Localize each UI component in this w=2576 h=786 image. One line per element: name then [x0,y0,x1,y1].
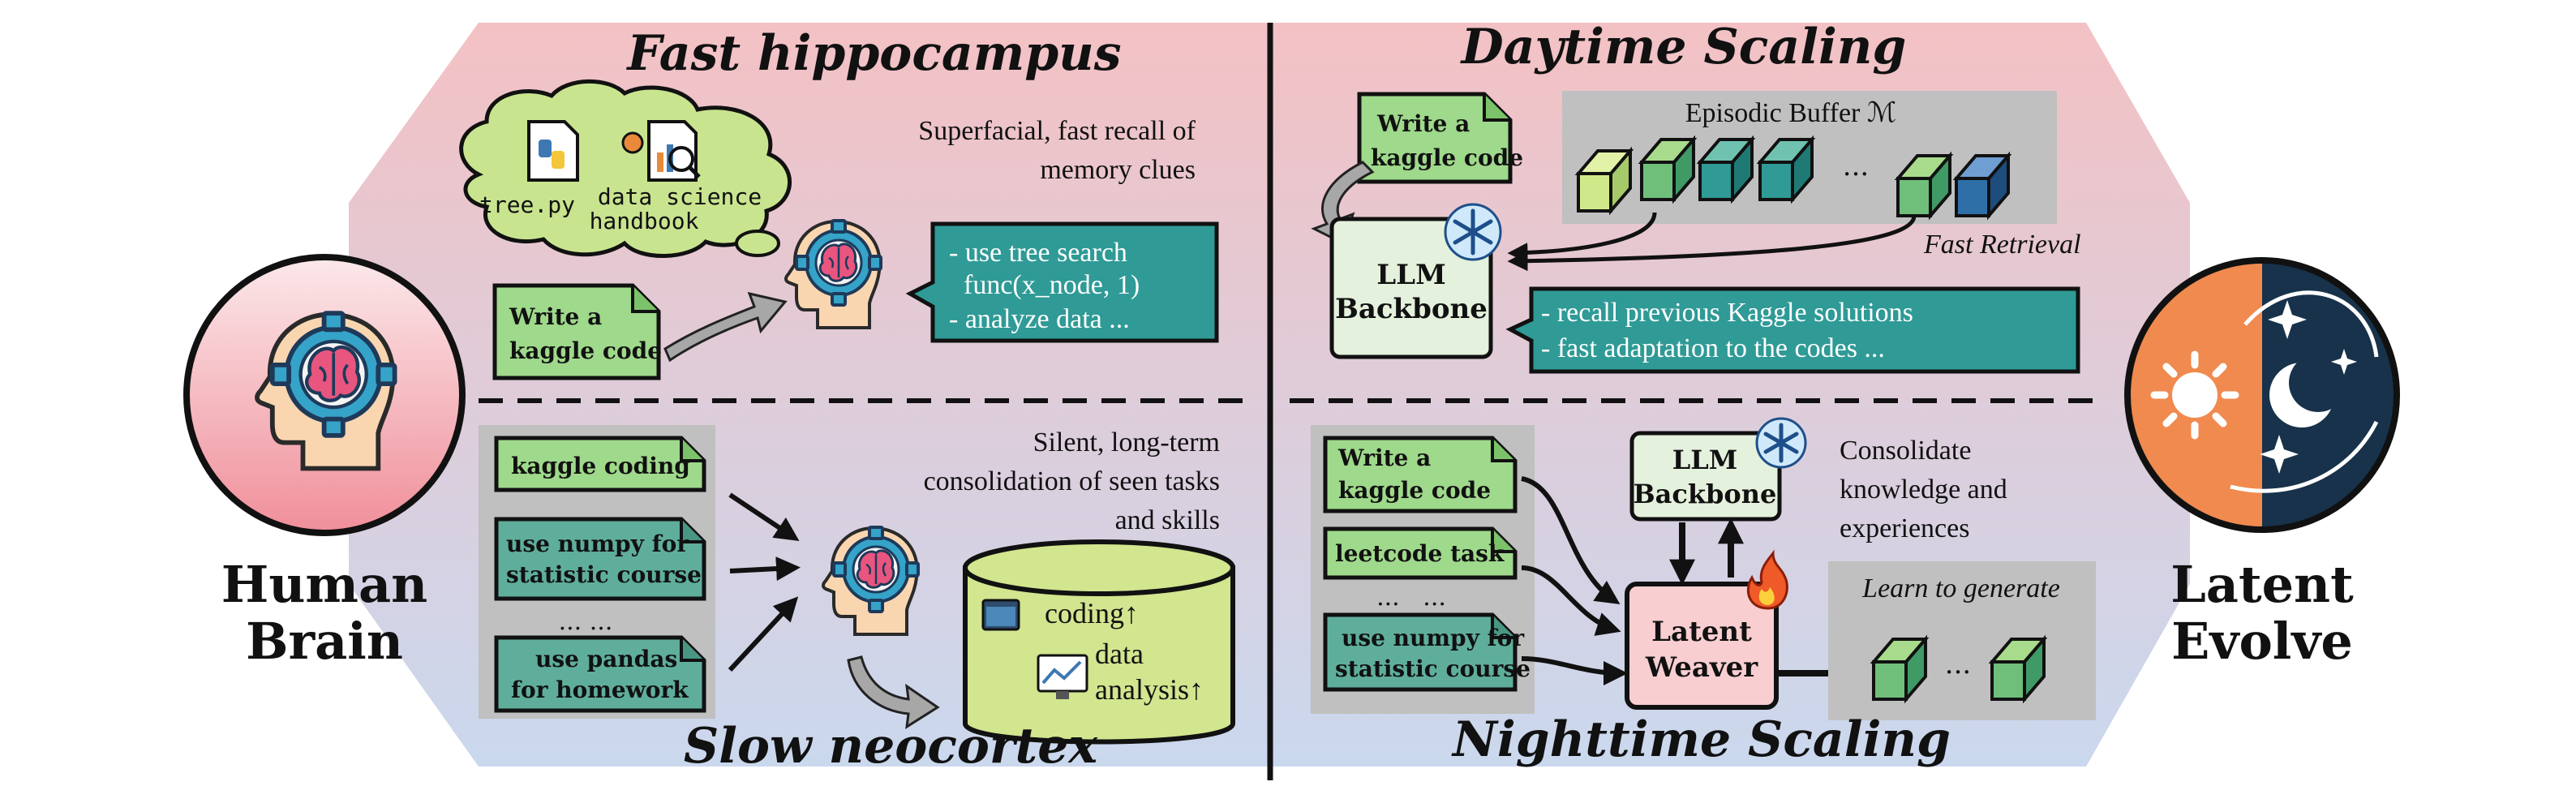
cloud-file-2-line1: data science [598,183,762,210]
slow-arrows [728,492,801,672]
night-notes-ellipsis: ... ... [1376,583,1446,612]
db-line2: data [1095,638,1144,670]
slow-note-2-line2: statistic course [506,561,702,588]
skills-database: coding↑ data analysis↑ [963,539,1235,745]
slow-arrow [847,655,940,729]
night-note-1-line1: Write a [1337,445,1431,471]
db-line1: coding↑ [1045,597,1139,629]
day-task-note: Write a kaggle code [1357,92,1523,184]
db-line3: analysis↑ [1095,673,1204,706]
fast-caption-line1: Superfacial, fast recall of [918,116,1196,146]
llm-backbone-night: LLM Backbone [1629,417,1807,522]
fast-retrieval-label: Fast Retrieval [1923,230,2081,260]
night-note-3-line1: use numpy for [1342,625,1525,651]
sun-icon [2150,350,2239,440]
day-bubble-line1: - recall previous Kaggle solutions [1541,298,1913,328]
slow-note-3-line1: use pandas [535,646,677,672]
slow-note-1: kaggle coding [494,436,706,492]
fast-note-line1: Write a [509,303,602,330]
consolidate-caption-line1: Consolidate [1840,436,1971,466]
fast-recall-bubble: - use tree search func(x_node, 1) - anal… [905,221,1219,343]
latent-weaver: Latent Weaver [1625,549,1788,710]
llm-backbone-day: LLM Backbone [1329,203,1502,359]
backbone-day-line1: LLM [1376,259,1445,291]
night-note-1-line2: kaggle code [1338,477,1491,504]
cloud-file-2-line2: handbook [590,208,699,234]
human-brain-badge [183,254,466,536]
episodic-buffer-title: Episodic Buffer ℳ [1685,98,1896,128]
day-note-line1: Write a [1376,110,1470,137]
human-label-line1: Human [221,555,428,614]
consolidate-caption-line3: experiences [1840,513,1969,543]
consolidate-caption-line2: knowledge and [1840,475,2007,505]
night-note-3-line2: statistic course [1335,655,1531,682]
backbone-day-line2: Backbone [1335,293,1488,325]
fast-hippocampus-title: Fast hippocampus [625,25,1121,82]
terminal-icon [981,599,1020,631]
fast-arrow [663,291,788,363]
night-note-2: leetcode task [1323,526,1518,580]
fast-bubble-line3: - analyze data ... [949,304,1130,334]
slow-note-3-line2: for homework [511,676,689,703]
slow-neocortex-title: Slow neocortex [684,718,1099,775]
day-recall-bubble: - recall previous Kaggle solutions - fas… [1505,286,2080,374]
buffer-ellipsis: ... [1843,150,1869,183]
fast-note-line2: kaggle code [509,337,662,364]
frozen-snowflake-icon-2 [1755,417,1807,469]
daytime-scaling-title: Daytime Scaling [1460,19,1907,75]
python-file-icon [527,120,579,182]
chart-screen-icon [1037,654,1088,699]
generated-tokens [1870,634,2048,704]
slow-caption-line2: consolidation of seen tasks [924,466,1220,496]
thought-cloud: tree.py data science handbook [459,79,792,258]
fast-bubble-line1: - use tree search [949,238,1127,268]
slow-caption-line3: and skills [1115,505,1220,535]
nighttime-scaling-title: Nighttime Scaling [1451,711,1951,768]
latent-label-line1: Latent [2170,555,2354,614]
backbone-night-line2: Backbone [1634,479,1777,509]
day-note-line2: kaggle code [1371,144,1523,171]
human-label-line2: Brain [246,612,403,671]
weaver-line2: Weaver [1645,651,1758,684]
night-arrows [1521,476,1628,685]
learn-to-generate-label: Learn to generate [1861,573,2060,603]
day-night-badge [2124,257,2400,533]
slow-note-3: use pandas for homework [494,635,706,713]
buffer-tokens [1574,135,2012,221]
cloud-file-1: tree.py [479,191,575,218]
fast-caption-line2: memory clues [1040,155,1196,185]
backbone-weaver-arrows [1669,518,1744,586]
data-report-icon [621,120,701,182]
slow-note-2: use numpy for statistic course [494,517,706,601]
training-fire-icon [1746,549,1788,610]
night-note-2-line1: leetcode task [1335,540,1505,567]
frozen-snowflake-icon [1444,203,1502,261]
slow-note-1-line1: kaggle coding [511,453,690,479]
slow-note-2-line1: use numpy for [506,530,689,557]
retrieval-arrows [1507,212,1917,272]
weaver-line1: Latent [1651,616,1752,648]
slow-notes-ellipsis: ... ... [559,608,613,636]
latent-label-line2: Evolve [2171,612,2353,671]
backbone-night-line1: LLM [1672,445,1737,475]
generated-ellipsis: ... [1945,648,1971,681]
night-note-3: use numpy for statistic course [1323,612,1531,692]
night-note-1: Write a kaggle code [1323,436,1518,513]
fast-bubble-line2: func(x_node, 1) [964,270,1140,300]
slow-caption-line1: Silent, long-term [1033,427,1220,457]
day-bubble-line2: - fast adaptation to the codes ... [1541,333,1885,363]
moon-icon [2230,290,2379,493]
fast-task-note: Write a kaggle code [492,283,662,380]
